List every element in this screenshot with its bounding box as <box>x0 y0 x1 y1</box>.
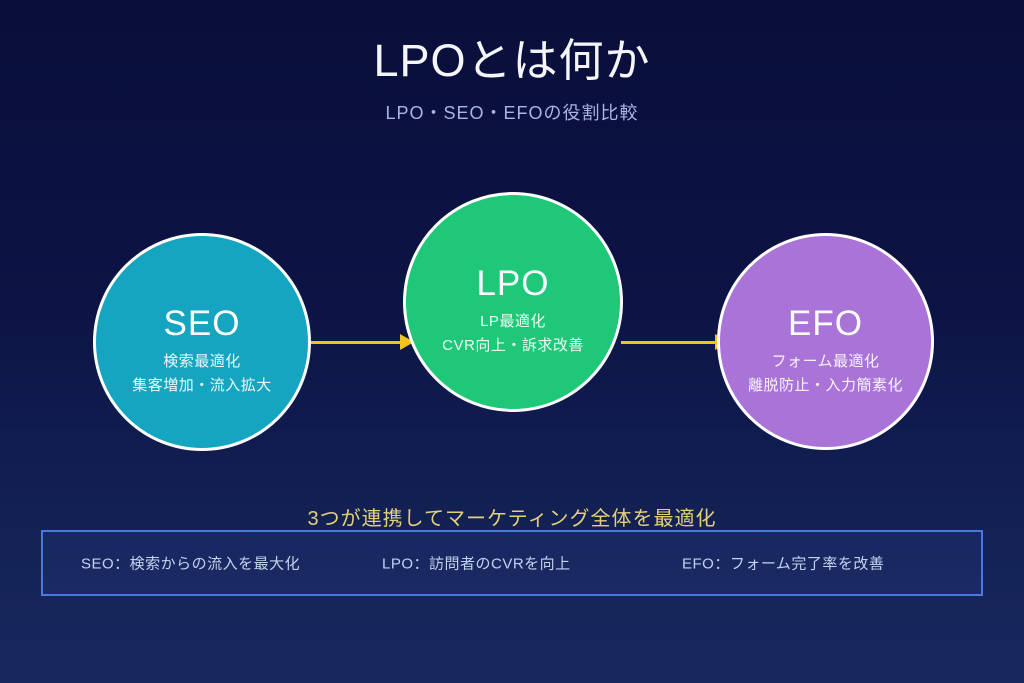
efo-circle-title: EFO <box>788 303 863 343</box>
summary-item-lpo: LPO：訪問者のCVRを向上 <box>382 555 571 573</box>
seo-circle: SEO 検索最適化 集客増加・流入拡大 <box>93 233 311 451</box>
arrow-seo-to-lpo-icon <box>311 334 414 350</box>
seo-circle-content: SEO 検索最適化 集客増加・流入拡大 <box>132 304 272 398</box>
lpo-circle: LPO LP最適化 CVR向上・訴求改善 <box>403 192 623 412</box>
lpo-circle-content: LPO LP最適化 CVR向上・訴求改善 <box>442 264 584 358</box>
arrow-shaft <box>311 340 403 344</box>
efo-circle-content: EFO フォーム最適化 離脱防止・入力簡素化 <box>748 304 903 398</box>
summary-box: SEO：検索からの流入を最大化 LPO：訪問者のCVRを向上 EFO：フォーム完… <box>41 530 983 596</box>
arrow-lpo-to-efo-icon <box>621 334 729 350</box>
header: LPOとは何か LPO・SEO・EFOの役割比較 <box>0 24 1024 125</box>
summary-item-seo: SEO：検索からの流入を最大化 <box>81 555 301 573</box>
integration-note: 3つが連携してマーケティング全体を最適化 <box>307 508 717 530</box>
lpo-circle-line2: CVR向上・訴求改善 <box>442 337 584 354</box>
efo-circle-line1: フォーム最適化 <box>771 352 880 370</box>
lpo-circle-title: LPO <box>476 264 550 303</box>
efo-circle-line2: 離脱防止・入力簡素化 <box>747 376 903 394</box>
page-subtitle: LPO・SEO・EFOの役割比較 <box>385 103 639 123</box>
efo-circle: EFO フォーム最適化 離脱防止・入力簡素化 <box>717 233 934 450</box>
seo-circle-title: SEO <box>163 304 241 343</box>
seo-circle-line2: 集客増加・流入拡大 <box>132 377 272 394</box>
arrow-shaft <box>621 340 718 344</box>
seo-circle-line1: 検索最適化 <box>163 353 241 370</box>
lpo-circle-line1: LP最適化 <box>480 313 546 330</box>
summary-item-efo: EFO：フォーム完了率を改善 <box>682 555 885 573</box>
page-title: LPOとは何か <box>373 35 651 86</box>
